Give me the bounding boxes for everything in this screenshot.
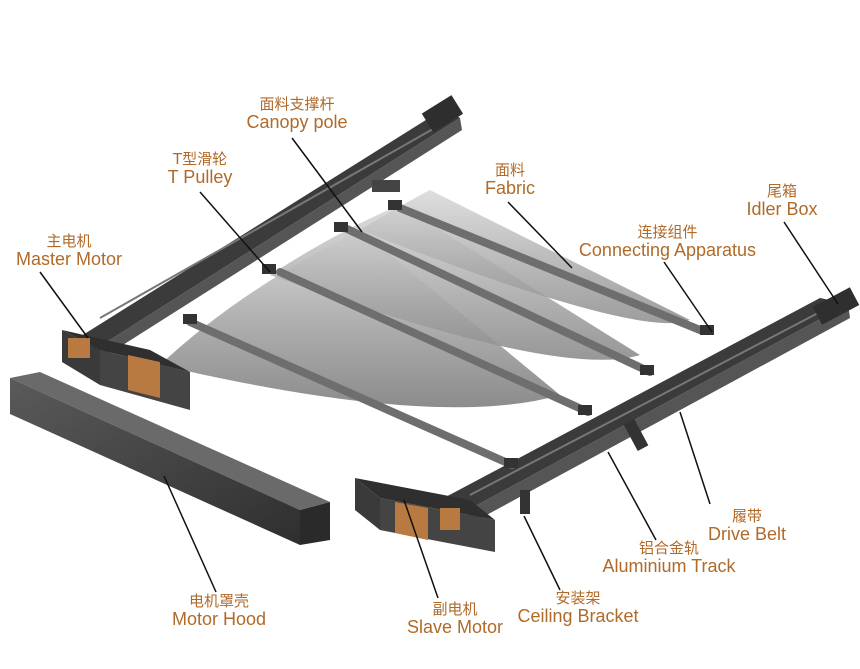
label-zh: T型滑轮 [172,150,228,168]
label-zh: 面料支撑杆 [259,95,335,113]
label-en: Drive Belt [707,523,787,544]
label-motor-hood: 电机罩壳 Motor Hood [160,593,278,629]
label-aluminium-track: 铝合金轨 Aluminium Track [588,540,750,576]
label-slave-motor: 副电机 Slave Motor [394,601,516,637]
label-idler-box: 尾箱 Idler Box [732,183,832,219]
right-track [440,287,860,524]
label-zh: 安装架 [555,589,601,607]
master-motor-unit [62,330,190,410]
leader-lines [39,137,839,599]
label-zh: 主电机 [46,232,92,250]
label-en: Master Motor [15,248,123,269]
label-connecting-apparatus: 连接组件 Connecting Apparatus [560,224,775,260]
label-zh: 面料 [494,161,525,179]
label-en: Motor Hood [171,608,267,629]
label-en: Fabric [484,177,535,198]
label-zh: 铝合金轨 [638,539,699,557]
label-en: Slave Motor [406,616,504,637]
label-zh: 履带 [731,507,762,525]
t-pulleys [183,180,714,468]
label-fabric: 面料 Fabric [470,162,550,198]
motor-hood-part [10,372,330,545]
label-t-pulley: T型滑轮 T Pulley [150,151,250,187]
label-en: Canopy pole [246,111,348,132]
label-master-motor: 主电机 Master Motor [4,233,134,269]
label-zh: 电机罩壳 [188,592,249,610]
label-en: Connecting Apparatus [578,239,757,260]
label-drive-belt: 履带 Drive Belt [696,508,798,544]
label-en: T Pulley [167,166,233,187]
label-en: Ceiling Bracket [517,605,639,626]
label-ceiling-bracket: 安装架 Ceiling Bracket [503,590,653,626]
label-en: Aluminium Track [602,555,736,576]
left-track [78,95,464,362]
label-zh: 连接组件 [637,223,698,241]
label-canopy-pole: 面料支撑杆 Canopy pole [232,96,362,132]
label-zh: 副电机 [432,600,478,618]
canopy-poles [186,204,704,469]
fabric-panels [160,190,690,408]
label-zh: 尾箱 [766,182,797,200]
label-en: Idler Box [746,198,818,219]
